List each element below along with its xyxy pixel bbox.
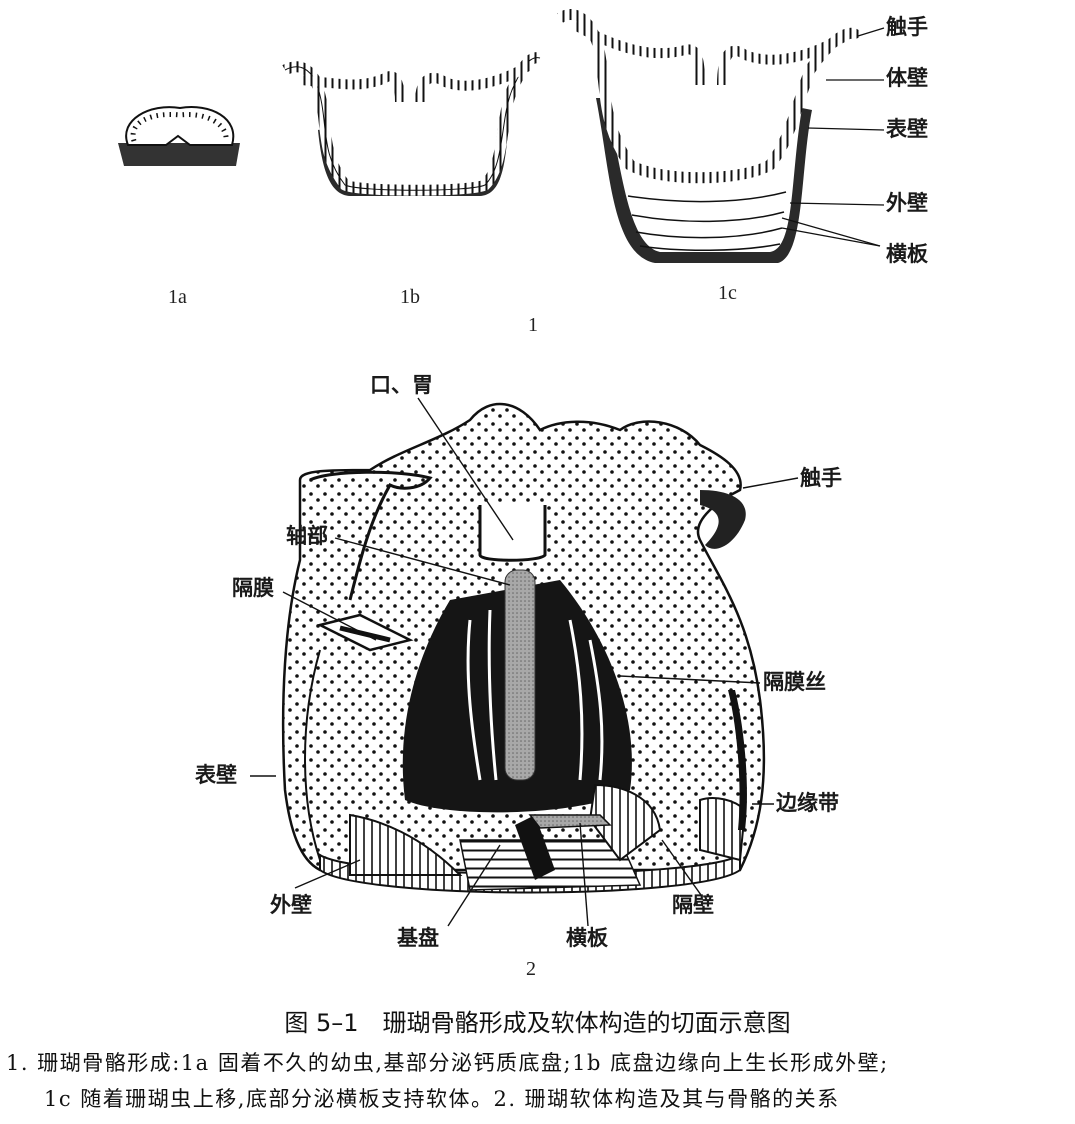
group-label-1: 1 <box>528 314 538 336</box>
sublabel-1a: 1a <box>168 286 187 308</box>
diagram-1b-polyp <box>282 52 542 196</box>
label-outer-wall-2: 外壁 <box>270 893 312 917</box>
label-mesentery: 隔膜 <box>232 576 274 600</box>
sublabel-1b: 1b <box>400 286 420 308</box>
label-basal-plate: 基盘 <box>397 926 439 950</box>
figure-drawing <box>118 9 885 927</box>
label-body-wall: 体壁 <box>886 66 928 90</box>
figure-caption-line-2: 1c 随着珊瑚虫上移,底部分泌横板支持软体。2. 珊瑚软体构造及其与骨骼的关系 <box>44 1087 840 1111</box>
label-mesenterial-filament: 隔膜丝 <box>763 670 826 694</box>
figure-caption-line-1: 1. 珊瑚骨骼形成:1a 固着不久的幼虫,基部分泌钙质底盘;1b 底盘边缘向上生… <box>6 1051 889 1075</box>
diagram-1c-polyp <box>556 9 885 263</box>
group-label-2: 2 <box>526 958 536 980</box>
label-mouth-stomach: 口、胃 <box>370 373 433 397</box>
label-epitheca-2: 表壁 <box>195 763 237 787</box>
sublabel-1c: 1c <box>718 282 737 304</box>
label-axial: 轴部 <box>286 524 328 548</box>
diagram-2-coral-polyp <box>250 397 799 927</box>
label-outer-wall-1: 外壁 <box>886 191 928 215</box>
label-edge-zone: 边缘带 <box>776 791 839 815</box>
label-tentacle-1: 触手 <box>886 15 928 39</box>
label-tabula-2: 横板 <box>566 926 608 950</box>
label-tabula-1: 横板 <box>886 242 928 266</box>
label-tentacle-2: 触手 <box>800 466 842 490</box>
figure-caption-title: 图 5–1 珊瑚骨骼形成及软体构造的切面示意图 <box>284 1009 791 1037</box>
diagram-1a-larva <box>118 106 240 166</box>
label-septum: 隔壁 <box>672 893 714 917</box>
label-epitheca-1: 表壁 <box>886 117 928 141</box>
